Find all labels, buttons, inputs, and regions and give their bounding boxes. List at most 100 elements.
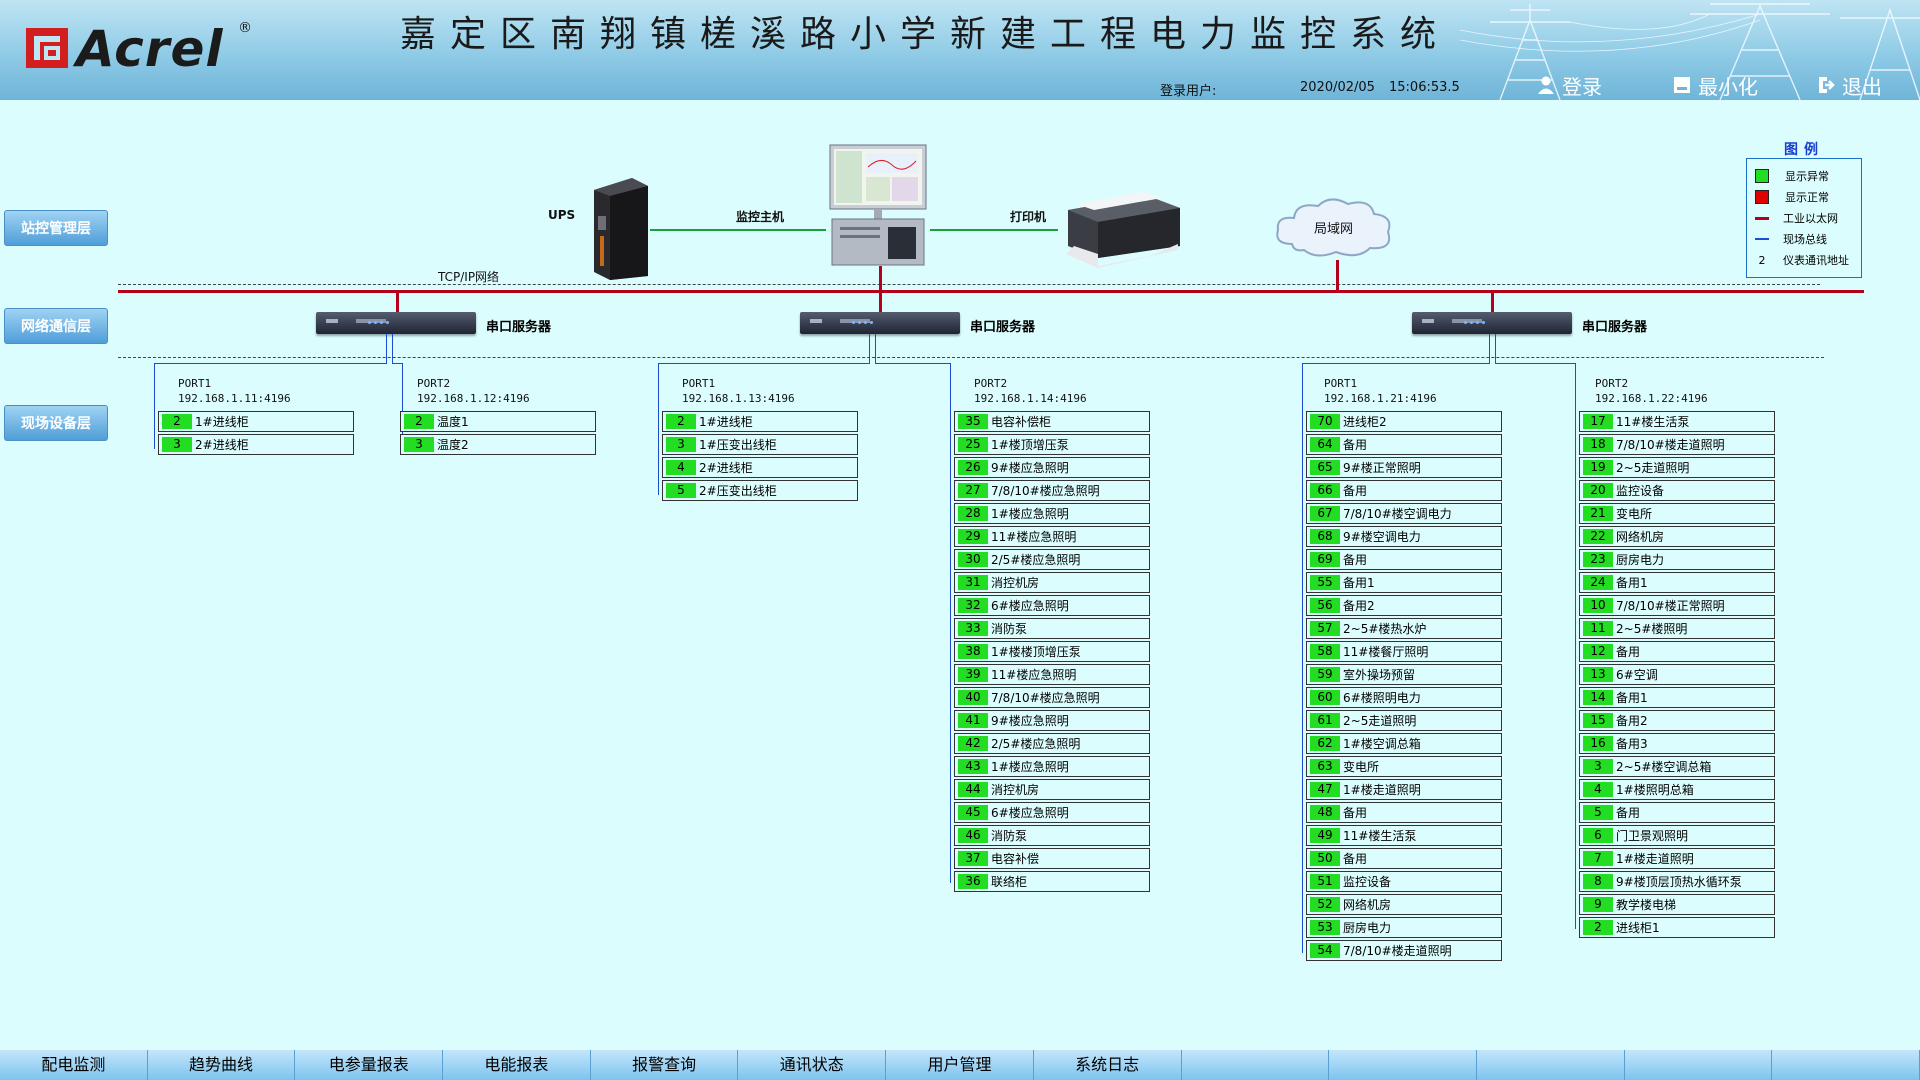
nav-tab-5[interactable]: 通讯状态	[738, 1050, 887, 1080]
exit-button[interactable]: 退出	[1816, 72, 1882, 99]
nav-tab-3[interactable]: 电能报表	[443, 1050, 591, 1080]
serial-server-3[interactable]	[1412, 312, 1572, 334]
serial-server-2[interactable]	[800, 312, 960, 334]
nav-tab-7[interactable]: 系统日志	[1034, 1050, 1182, 1080]
nav-tab-4[interactable]: 报警查询	[591, 1050, 739, 1080]
nav-tab-1[interactable]: 趋势曲线	[148, 1050, 296, 1080]
layer-field-devices[interactable]: 现场设备层	[4, 405, 108, 441]
nav-tab-6[interactable]: 用户管理	[886, 1050, 1034, 1080]
nav-tab-0[interactable]: 配电监测	[0, 1050, 148, 1080]
minimize-button[interactable]: 最小化	[1672, 72, 1758, 99]
printer-icon[interactable]	[1058, 192, 1182, 270]
nav-tab-8[interactable]	[1182, 1050, 1330, 1080]
layer-network-communication[interactable]: 网络通信层	[4, 308, 108, 344]
ups-icon[interactable]	[588, 176, 650, 280]
nav-tab-9[interactable]	[1329, 1050, 1477, 1080]
nav-tab-2[interactable]: 电参量报表	[295, 1050, 444, 1080]
nav-tab-10[interactable]	[1477, 1050, 1625, 1080]
nav-tab-11[interactable]	[1625, 1050, 1773, 1080]
nav-tab-12[interactable]	[1772, 1050, 1920, 1080]
lan-cloud-icon[interactable]	[1272, 194, 1396, 260]
monitor-host-icon[interactable]	[826, 143, 930, 267]
layer-station-management[interactable]: 站控管理层	[4, 210, 108, 246]
login-button[interactable]: 登录	[1536, 72, 1602, 99]
